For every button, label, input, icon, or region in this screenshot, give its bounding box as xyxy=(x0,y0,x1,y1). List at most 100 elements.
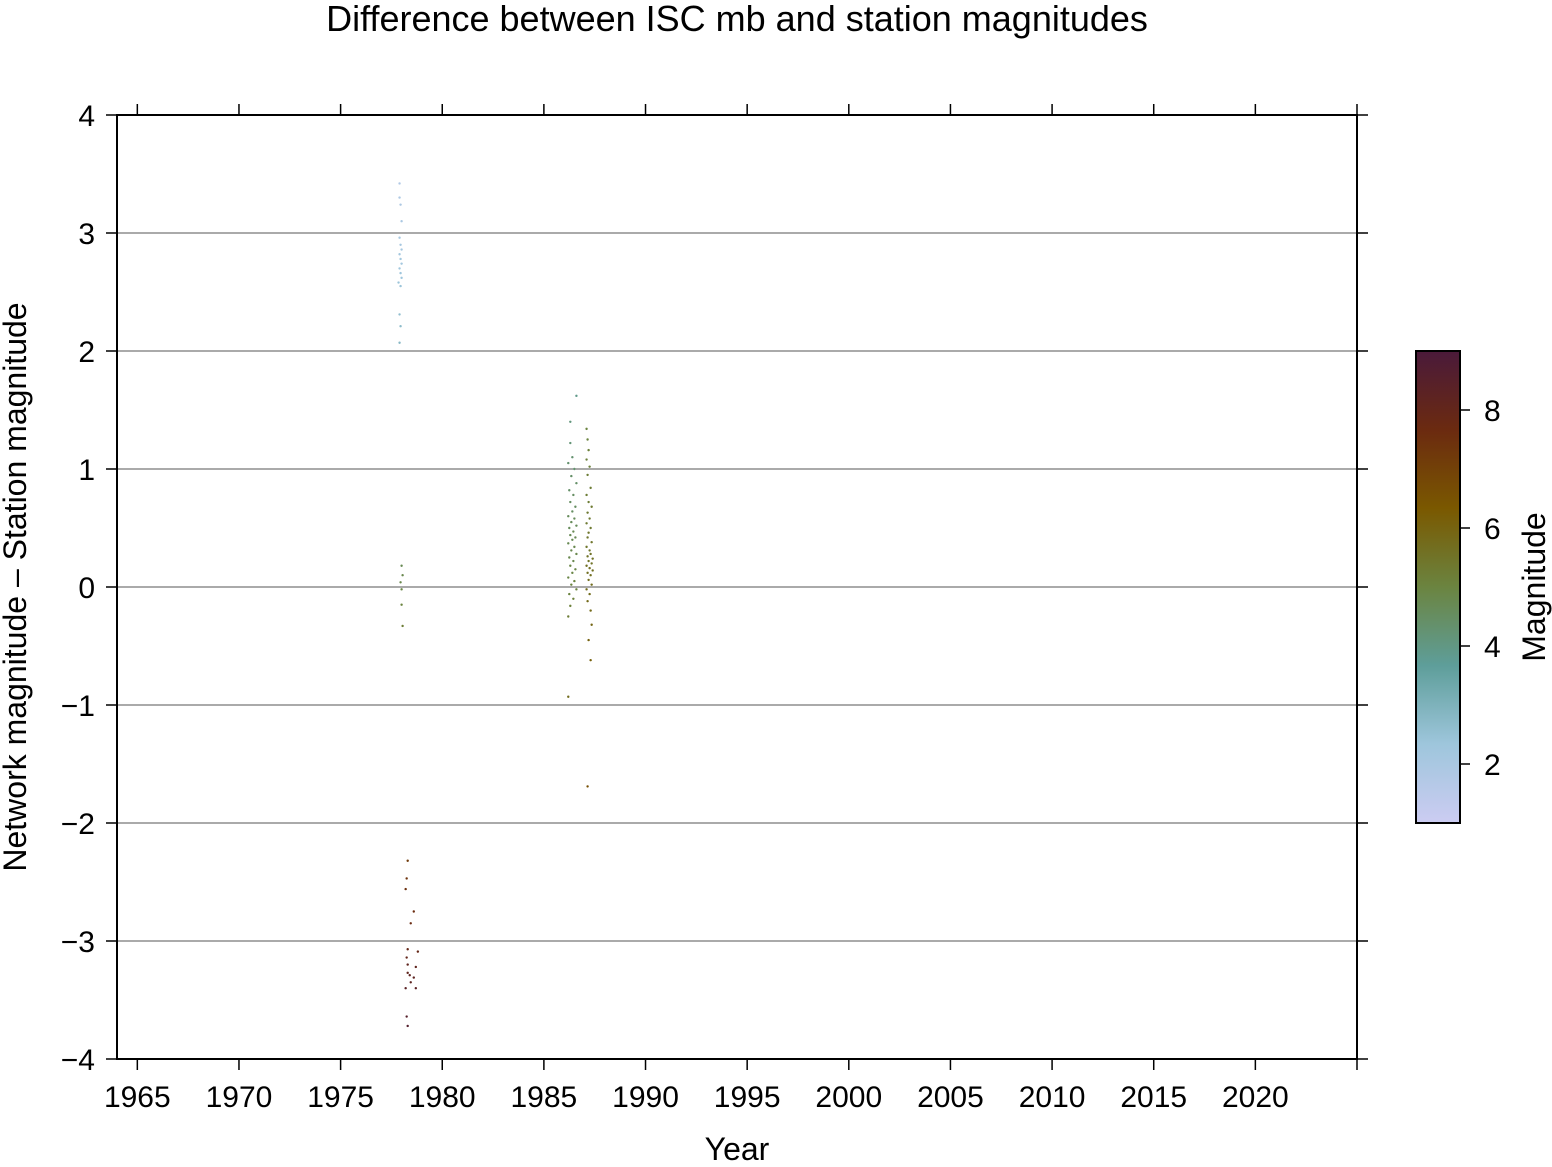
data-point xyxy=(400,248,403,251)
y-tick-label: 0 xyxy=(78,572,95,605)
data-point xyxy=(591,569,594,572)
data-point xyxy=(588,549,591,552)
data-points xyxy=(397,182,594,1028)
data-point xyxy=(400,262,403,265)
colorbar-ticks: 2 4 6 8 xyxy=(1460,395,1501,782)
y-tick-label: 4 xyxy=(78,100,95,133)
data-point xyxy=(399,581,402,584)
data-point xyxy=(400,220,403,223)
data-point xyxy=(587,559,590,563)
data-point xyxy=(567,515,570,518)
data-point xyxy=(574,536,577,539)
data-point xyxy=(590,583,593,586)
data-point xyxy=(586,555,589,558)
data-point xyxy=(590,540,593,544)
data-point xyxy=(591,557,594,560)
y-tick-label: 2 xyxy=(78,336,95,369)
data-point xyxy=(586,511,589,514)
data-point xyxy=(589,552,592,556)
data-point xyxy=(406,963,409,966)
data-point xyxy=(589,609,592,612)
colorbar-tick-label: 4 xyxy=(1484,631,1501,664)
data-point xyxy=(568,526,571,530)
chart-title: Difference between ISC mb and station ma… xyxy=(326,0,1148,39)
data-point xyxy=(585,564,588,567)
data-point xyxy=(412,910,415,913)
data-point xyxy=(399,325,402,328)
data-point xyxy=(398,236,401,239)
data-point xyxy=(399,257,402,261)
x-tick-label: 1980 xyxy=(409,1081,476,1114)
data-point xyxy=(585,545,588,549)
data-point xyxy=(405,877,408,880)
data-point xyxy=(572,530,575,533)
data-point xyxy=(586,785,589,788)
data-point xyxy=(588,517,591,520)
data-point xyxy=(586,536,589,539)
data-point xyxy=(569,500,572,504)
x-tick-label: 1985 xyxy=(511,1081,578,1114)
data-point xyxy=(589,658,592,662)
data-point xyxy=(409,981,412,984)
data-point xyxy=(571,456,574,459)
data-point xyxy=(571,571,574,575)
data-point xyxy=(397,281,400,284)
data-point xyxy=(412,976,415,979)
x-tick-label: 1995 xyxy=(714,1081,781,1114)
data-point xyxy=(570,520,573,524)
y-tick-label: −2 xyxy=(61,808,95,841)
x-tick-label: 2015 xyxy=(1120,1081,1187,1114)
data-point xyxy=(404,987,407,990)
data-point xyxy=(569,441,572,445)
y-tick-label: 3 xyxy=(78,218,95,251)
data-point xyxy=(401,574,404,577)
y-tick-label: −3 xyxy=(61,926,95,959)
data-point xyxy=(587,500,590,504)
data-point xyxy=(572,493,575,497)
data-point xyxy=(398,267,401,270)
data-point xyxy=(400,276,403,280)
x-tick-label: 1965 xyxy=(104,1081,171,1114)
data-point xyxy=(588,465,591,468)
colorbar-tick-label: 6 xyxy=(1484,513,1501,546)
data-point xyxy=(590,505,593,508)
data-point xyxy=(399,243,402,246)
data-point xyxy=(573,579,576,583)
data-point xyxy=(571,510,574,513)
data-point xyxy=(408,974,411,977)
data-point xyxy=(568,556,571,559)
data-point xyxy=(409,922,412,925)
y-tick-label: −4 xyxy=(61,1044,95,1077)
x-tick-label: 1970 xyxy=(206,1081,273,1114)
x-tick-label: 2005 xyxy=(917,1081,984,1114)
data-point xyxy=(585,458,588,461)
data-point xyxy=(573,545,576,549)
y-tick-label: 1 xyxy=(78,454,95,487)
data-point xyxy=(414,987,418,990)
y-axis-label: Network magnitude – Station magnitude xyxy=(0,302,33,871)
data-point xyxy=(585,493,588,497)
colorbar-tick-label: 2 xyxy=(1484,749,1501,782)
data-point xyxy=(405,1015,408,1018)
colorbar-gradient xyxy=(1415,350,1461,824)
data-point xyxy=(568,489,571,492)
data-point xyxy=(406,1024,409,1028)
data-point xyxy=(567,461,570,465)
data-point xyxy=(590,623,593,626)
data-point xyxy=(572,597,575,600)
data-point xyxy=(399,271,402,275)
data-point xyxy=(585,522,588,525)
gridlines xyxy=(117,232,1357,942)
data-point xyxy=(575,481,578,485)
data-point xyxy=(589,526,592,530)
data-point xyxy=(400,603,403,606)
colorbar-tick-label: 8 xyxy=(1484,395,1501,428)
data-point xyxy=(406,971,409,975)
data-point xyxy=(586,473,589,477)
data-point xyxy=(569,604,572,608)
data-point xyxy=(567,695,570,698)
data-point xyxy=(585,427,588,431)
data-point xyxy=(570,474,573,478)
